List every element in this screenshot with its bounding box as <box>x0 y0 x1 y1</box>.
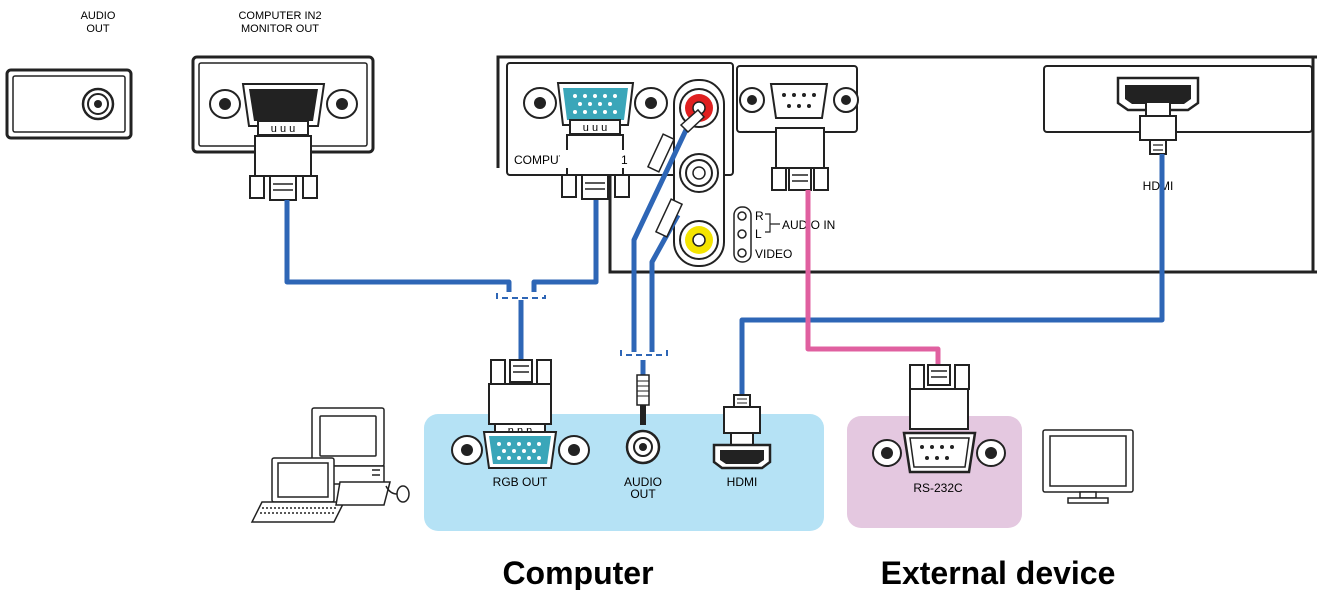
computer-in2-label: COMPUTER IN2 <box>238 10 321 22</box>
rca-jacks <box>673 79 725 267</box>
hdmi-bottom-label: HDMI <box>727 475 758 489</box>
external-device-title: External device <box>881 555 1116 590</box>
monitor-icon <box>1042 429 1134 504</box>
rca-plugs <box>646 108 706 238</box>
monitor-out-label: MONITOR OUT <box>241 23 319 35</box>
hdmi-port-icon <box>1116 76 1200 155</box>
rca-yellow-icon <box>679 220 719 260</box>
hdmi-bottom-port <box>712 394 772 470</box>
audio-out-top-panel <box>5 68 133 140</box>
computer-title: Computer <box>502 555 653 590</box>
cables <box>284 128 1165 395</box>
video-label: VIDEO <box>755 247 792 261</box>
rgb-out-label: RGB OUT <box>493 475 548 489</box>
svg-text:u u u: u u u <box>583 122 607 134</box>
laptop-icon <box>250 457 410 523</box>
audio-out-label-2: OUT <box>630 487 656 501</box>
rca-white-icon <box>679 153 719 193</box>
rgb-out-port: n n n <box>451 359 590 469</box>
rs232c-port <box>872 364 1006 474</box>
audio-out-label: AUDIO <box>624 475 662 489</box>
audio-jack-icon <box>81 87 115 121</box>
audio-out-port <box>625 374 661 465</box>
hdmi-top-label: HDMI <box>1143 179 1174 193</box>
serial-port-icon <box>736 65 859 191</box>
rs232c-label: RS-232C <box>913 481 963 495</box>
computer-in2-panel: u u u <box>191 55 375 201</box>
audio-out-top-label-2: OUT <box>86 23 110 35</box>
audio-out-top-label: AUDIO <box>81 10 116 22</box>
svg-text:1: 1 <box>621 153 628 167</box>
audio-in-l-label: L <box>755 227 762 241</box>
vga-port-icon <box>209 83 358 127</box>
computer-in1-port: u u u <box>523 82 668 200</box>
audio-in-r-label: R <box>755 209 764 223</box>
svg-text:u u u: u u u <box>271 123 295 135</box>
